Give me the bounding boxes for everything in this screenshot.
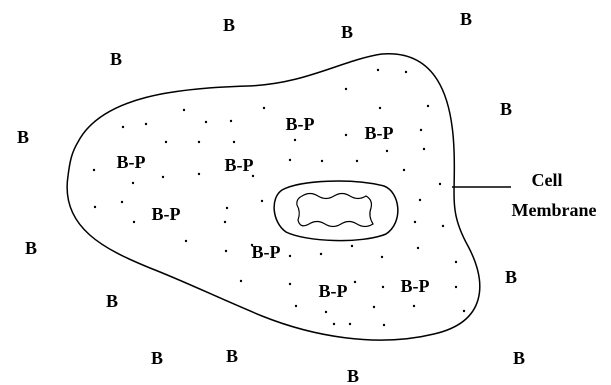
outside-molecule-label: B xyxy=(151,348,163,368)
nucleus xyxy=(274,181,398,241)
bound-molecule-label: B-P xyxy=(252,242,281,262)
membrane-label-line1: Cell xyxy=(532,170,563,190)
cell-membrane xyxy=(67,54,480,340)
membrane-label-line2: Membrane xyxy=(512,200,597,220)
outside-molecule-label: B xyxy=(223,15,235,35)
outside-molecule-label: B xyxy=(347,366,359,385)
bound-molecule-label: B-P xyxy=(365,123,394,143)
bound-molecule-label: B-P xyxy=(286,114,315,134)
bound-molecule-label: B-P xyxy=(401,276,430,296)
outside-molecule-label: B xyxy=(25,238,37,258)
outside-molecule-label: B xyxy=(17,127,29,147)
outside-molecule-label: B xyxy=(226,346,238,366)
outside-molecule-label: B xyxy=(460,9,472,29)
outside-molecule-label: B xyxy=(505,267,517,287)
outside-molecule-label: B xyxy=(513,348,525,368)
bound-molecule-label: B-P xyxy=(152,204,181,224)
outside-molecule-label: B xyxy=(500,99,512,119)
outside-molecule-label: B xyxy=(341,22,353,42)
nucleus-wavy-structure xyxy=(297,194,373,227)
bound-molecule-label: B-P xyxy=(225,155,254,175)
outside-molecule-label: B xyxy=(110,49,122,69)
bound-molecule-label: B-P xyxy=(117,152,146,172)
bound-molecule-label: B-P xyxy=(319,281,348,301)
outside-molecule-label: B xyxy=(106,291,118,311)
